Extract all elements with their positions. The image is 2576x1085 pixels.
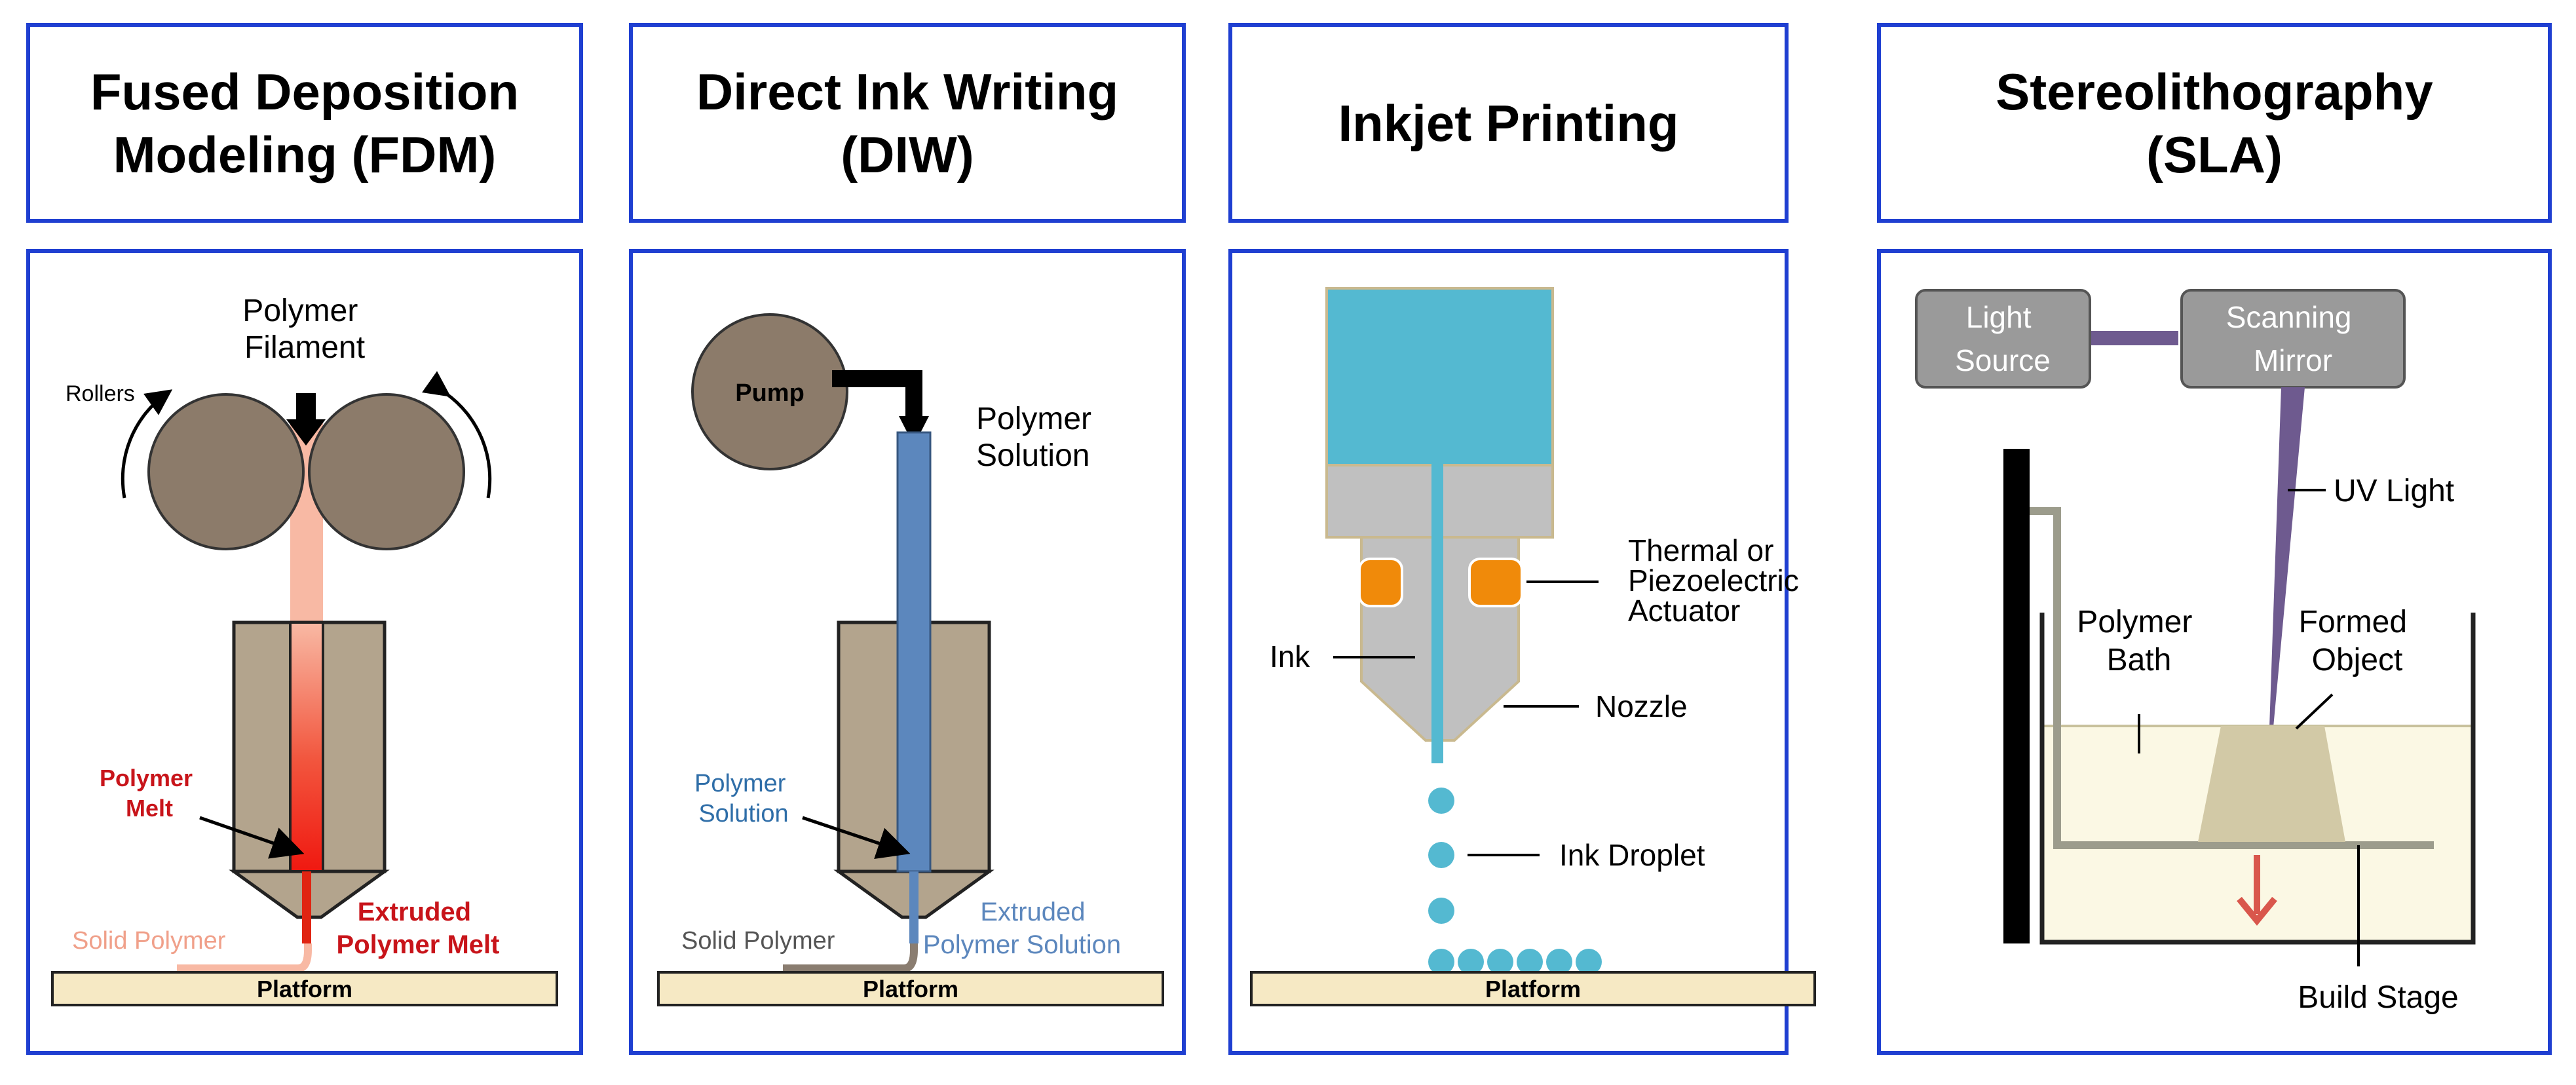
inkjet-deposited-droplet — [1576, 949, 1602, 975]
sla-title: Stereolithography (SLA) — [1996, 62, 2433, 183]
fdm-rotation-arrow-left — [121, 389, 173, 499]
sla-stage-label: Build Stage — [2298, 980, 2459, 1015]
diw-diagram: Pump Platform Polymer Solution Polymer S… — [657, 313, 1164, 1006]
inkjet-deposited-droplet — [1546, 949, 1572, 975]
diw-title-box: Direct Ink Writing (DIW) — [629, 23, 1186, 223]
fdm-diagram: Platform Polymer Filament Rollers Polyme… — [51, 294, 558, 1006]
sla-object-leader — [2295, 693, 2334, 730]
inkjet-droplet — [1428, 788, 1454, 814]
diw-pump-label: Pump — [735, 379, 805, 407]
sla-uv-label: UV Light — [2334, 474, 2454, 508]
inkjet-ink-channel — [1431, 459, 1443, 763]
fdm-melt-label: Polymer Melt — [100, 765, 199, 822]
inkjet-actuator-left — [1358, 558, 1403, 607]
inkjet-title-box: Inkjet Printing — [1228, 23, 1789, 223]
fdm-filament-arrow-icon — [286, 419, 326, 446]
diw-solid-polymer-line — [783, 943, 918, 972]
diw-solid-label: Solid Polymer — [681, 927, 835, 955]
inkjet-deposited-droplet — [1487, 949, 1513, 975]
diw-extruded-label: Extruded Polymer Solution — [923, 898, 1121, 959]
diw-platform — [657, 971, 1164, 1006]
inkjet-ink-label: Ink — [1270, 639, 1310, 674]
sla-mirror-label: Scanning Mirror — [2226, 300, 2360, 377]
fdm-melt-leader — [199, 816, 305, 859]
fdm-melt-channel — [289, 621, 324, 873]
fdm-title: Fused Deposition Modeling (FDM) — [90, 62, 520, 183]
fdm-platform-label: Platform — [257, 976, 352, 1002]
inkjet-diagram: Platform Thermal or Piezoelectric Actuat… — [1250, 287, 1816, 1006]
diw-title: Direct Ink Writing (DIW) — [696, 62, 1119, 183]
fdm-extrusion-tip — [302, 871, 311, 943]
inkjet-deposited-droplet — [1428, 949, 1454, 975]
sla-diagram: Light Source Scanning Mirror UV Light Po… — [1915, 289, 2476, 1015]
inkjet-deposited-droplet — [1517, 949, 1543, 975]
fdm-extruded-label: Extruded Polymer Melt — [337, 898, 500, 959]
sla-down-arrow-icon — [2237, 896, 2277, 926]
inkjet-deposited-droplet — [1458, 949, 1484, 975]
diw-pump — [691, 313, 848, 470]
sla-object-label: Formed Object — [2299, 605, 2416, 677]
inkjet-droplet — [1428, 842, 1454, 868]
sla-title-box: Stereolithography (SLA) — [1877, 23, 2552, 223]
fdm-title-box: Fused Deposition Modeling (FDM) — [26, 23, 583, 223]
sla-build-stage — [2030, 507, 2434, 849]
sla-light-source-box — [1915, 289, 2091, 389]
fdm-roller-left — [147, 393, 305, 550]
sla-vat — [2039, 613, 2476, 945]
fdm-solid-polymer-line — [177, 943, 312, 972]
inkjet-droplet-label: Ink Droplet — [1559, 838, 1705, 872]
sla-uv-beam — [2269, 387, 2305, 727]
inkjet-title: Inkjet Printing — [1338, 94, 1679, 152]
inkjet-platform-label: Platform — [1485, 976, 1581, 1002]
sla-tower — [2003, 449, 2030, 943]
inkjet-nozzle-label: Nozzle — [1595, 689, 1688, 723]
fdm-rotation-arrow-right — [421, 371, 492, 499]
fdm-solid-label: Solid Polymer — [72, 927, 226, 955]
diw-solution-top-label: Polymer Solution — [976, 402, 1100, 473]
diw-extrusion-tip — [909, 871, 919, 943]
inkjet-platform — [1250, 971, 1816, 1006]
fdm-roller-right — [308, 393, 465, 550]
diw-solution-leader — [802, 816, 911, 859]
diw-solution-inner-label: Polymer Solution — [694, 770, 793, 828]
fdm-filament-arrow-shaft — [296, 393, 316, 423]
inkjet-actuator-label: Thermal or Piezoelectric Actuator — [1628, 533, 1808, 628]
diw-feed-pipe — [832, 370, 922, 419]
sla-formed-object — [2198, 726, 2345, 842]
fdm-rollers-label: Rollers — [66, 381, 135, 406]
sla-light-path — [2087, 331, 2178, 345]
inkjet-reservoir — [1325, 287, 1554, 466]
diw-feed-arrow-icon — [899, 416, 929, 446]
fdm-filament-label: Polymer Filament — [242, 294, 366, 365]
inkjet-droplet — [1428, 898, 1454, 924]
sla-light-source-label: Light Source — [1955, 300, 2051, 377]
sla-bath-label: Polymer Bath — [2077, 605, 2201, 677]
diw-solution-channel — [896, 431, 932, 873]
fdm-platform — [51, 971, 558, 1006]
inkjet-actuator-right — [1468, 558, 1523, 607]
diw-platform-label: Platform — [863, 976, 958, 1002]
